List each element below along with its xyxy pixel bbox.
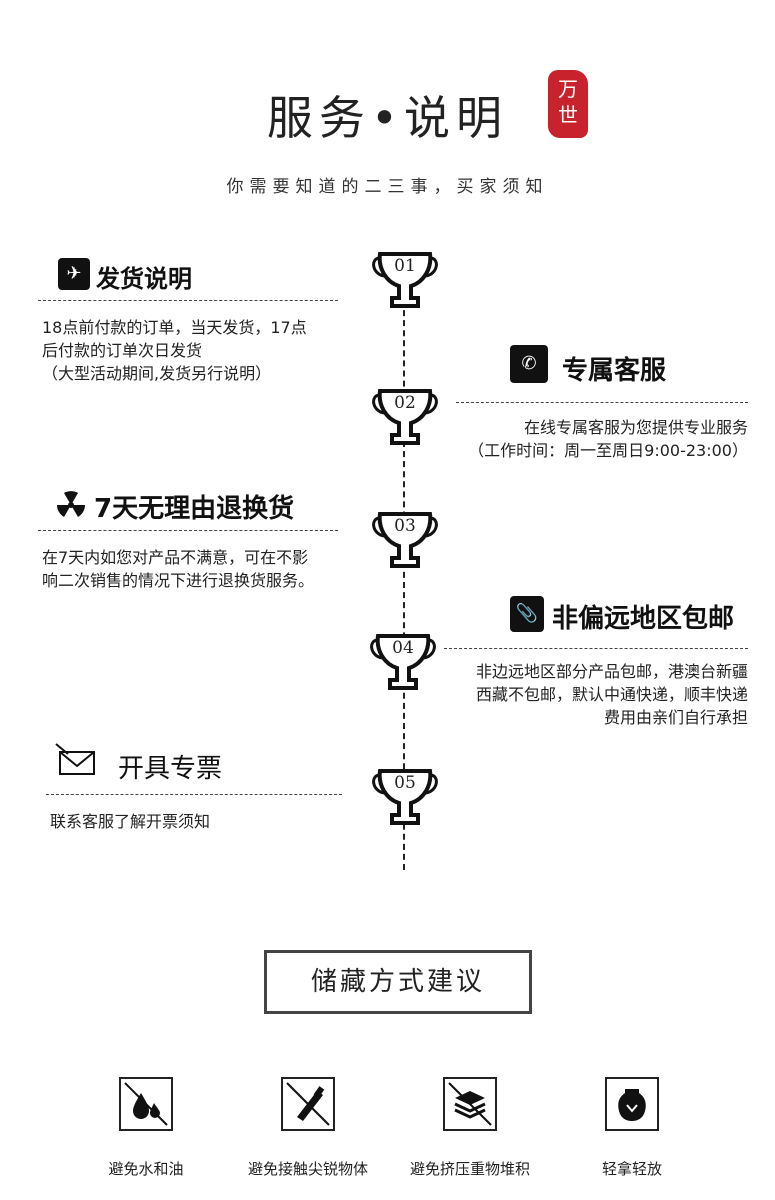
no-water-oil-icon: [119, 1077, 173, 1131]
trophy-icon: 02: [370, 385, 440, 455]
returns-line: 在7天内如您对产品不满意，可在不影: [42, 548, 309, 567]
trophy-icon: 01: [370, 248, 440, 318]
invoice-line: 联系客服了解开票须知: [50, 812, 211, 831]
service-line: 在线专属客服为您提供专业服务: [523, 418, 748, 437]
timeline-step-number: 01: [394, 256, 416, 276]
timeline-step-number: 04: [392, 638, 414, 658]
timeline-line: [403, 300, 405, 870]
paperclip-icon: 📎: [510, 596, 544, 632]
free-shipping-line: 费用由亲们自行承担: [603, 708, 748, 727]
phone-icon: ✆: [510, 345, 548, 383]
divider: [38, 530, 338, 531]
page-subtitle: 你需要知道的二三事，买家须知: [226, 177, 549, 197]
free-shipping-text: 非边远地区部分产品包邮，港澳台新疆 西藏不包邮，默认中通快递，顺丰快递 费用由亲…: [420, 660, 748, 729]
divider: [46, 794, 342, 795]
service-title: 专属客服: [562, 356, 667, 386]
storage-label: 轻拿轻放: [601, 1160, 662, 1178]
shipping-line: 后付款的订单次日发货: [42, 341, 203, 360]
divider: [444, 648, 748, 649]
storage-label: 避免水和油: [108, 1160, 184, 1178]
service-text: 在线专属客服为您提供专业服务 （工作时间：周一至周日9:00-23:00）: [440, 416, 748, 462]
returns-line: 响二次销售的情况下进行退换货服务。: [42, 571, 315, 590]
page-title: 服务•说明: [266, 91, 509, 145]
shipping-title: 发货说明: [96, 265, 192, 293]
storage-section-title: 储藏方式建议: [264, 950, 532, 1014]
divider: [38, 300, 338, 301]
service-line: （工作时间：周一至周日9:00-23:00）: [468, 441, 748, 460]
seal-bottom-char: 世: [558, 103, 578, 127]
timeline-step-number: 05: [394, 773, 416, 793]
timeline-step-number: 02: [394, 393, 416, 413]
radiation-icon: [52, 484, 90, 522]
trophy-icon: 04: [368, 630, 438, 700]
trophy-icon: 03: [370, 508, 440, 578]
returns-text: 在7天内如您对产品不满意，可在不影 响二次销售的情况下进行退换货服务。: [42, 546, 314, 592]
airplane-icon: ✈: [58, 258, 90, 290]
timeline-step-number: 03: [394, 516, 416, 536]
envelope-icon: [54, 742, 98, 778]
storage-label: 避免接触尖锐物体: [247, 1160, 368, 1178]
no-stacking-icon: [443, 1077, 497, 1131]
divider: [456, 402, 748, 403]
fragile-vase-icon: [605, 1077, 659, 1131]
shipping-line: （大型活动期间,发货另行说明）: [42, 364, 272, 383]
shipping-line: 18点前付款的订单，当天发货，17点: [42, 318, 307, 337]
trophy-icon: 05: [370, 765, 440, 835]
free-shipping-line: 西藏不包邮，默认中通快递，顺丰快递: [475, 685, 748, 704]
free-shipping-line: 非边远地区部分产品包邮，港澳台新疆: [475, 662, 748, 681]
brand-seal: 万 世: [548, 70, 588, 138]
returns-title: 7天无理由退换货: [94, 494, 295, 524]
invoice-title: 开具专票: [118, 754, 223, 784]
shipping-text: 18点前付款的订单，当天发货，17点 后付款的订单次日发货 （大型活动期间,发货…: [42, 316, 307, 385]
no-sharp-objects-icon: [281, 1077, 335, 1131]
free-shipping-title: 非偏远地区包邮: [552, 604, 735, 634]
storage-label: 避免挤压重物堆积: [409, 1160, 530, 1178]
seal-top-char: 万: [558, 77, 578, 101]
